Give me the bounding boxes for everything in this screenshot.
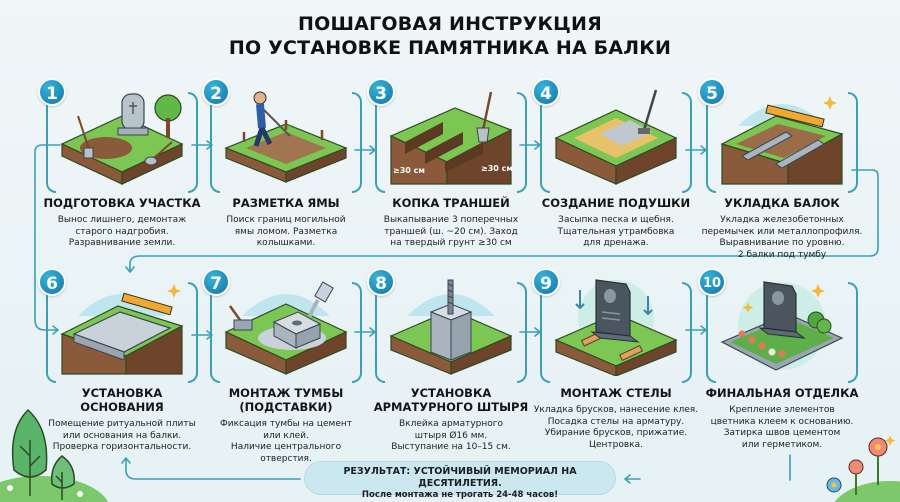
bracket-left: [540, 92, 550, 193]
step-number-badge: 6: [38, 268, 66, 296]
bracket-left: [540, 282, 550, 383]
step-9: 9 МОНТАЖ СТЕЛЫ Укладка брусков, нанесени…: [532, 268, 700, 451]
step-title: УКЛАДКА БАЛОК: [724, 196, 840, 210]
bracket-right: [517, 282, 527, 383]
bracket-left: [46, 92, 56, 193]
bracket-right: [517, 92, 527, 193]
step-description: Крепление элементов цветника клеем к осн…: [710, 405, 854, 450]
stele-mounting-icon: [554, 279, 678, 376]
step-number-badge: 1: [38, 78, 66, 106]
step-1: 1 ПОДГОТОВКА УЧАСТКА Вынос лишнего, демо…: [38, 78, 206, 250]
trees-decoration-icon: [0, 408, 109, 502]
step-4: 4 СОЗДАНИЕ ПОДУШКИ Засыпка песка и щебня…: [532, 78, 700, 250]
sand-gravel-cushion-icon: [554, 89, 678, 185]
final-finishing-icon: [720, 281, 844, 371]
step-number-badge: 2: [202, 78, 230, 106]
beam-laying-icon: [720, 96, 844, 185]
step-title: МОНТАЖ СТЕЛЫ: [560, 386, 672, 400]
bracket-right: [352, 282, 362, 383]
step-6: 6 УСТАНОВКА ОСНОВАНИЯ Помещение ритуальн…: [38, 268, 206, 454]
step-title: РАЗМЕТКА ЯМЫ: [232, 196, 340, 210]
step-description: Укладка железобетонных перемычек или мет…: [701, 215, 863, 260]
step-title: СОЗДАНИЕ ПОДУШКИ: [541, 196, 691, 210]
step-3: 3 ≥30 см ≥30 см КОПКА ТРАНШЕЙ Выкапывани…: [367, 78, 535, 250]
base-installation-icon: [60, 284, 184, 375]
step-5: 5 УКЛАДКА БАЛОК Укладка железобетонных п…: [698, 78, 866, 261]
depth-label-left: ≥30 см: [393, 166, 425, 175]
step-description: Вынос лишнего, демонтаж старого надгроби…: [57, 215, 187, 248]
step-description: Вклейка арматурного штыря Ø16 мм. Выступ…: [391, 419, 511, 452]
step-number-badge: 8: [367, 268, 395, 296]
bracket-left: [375, 92, 385, 193]
depth-label-right: ≥30 см: [481, 164, 513, 173]
bracket-right: [682, 92, 692, 193]
bracket-right: [188, 282, 198, 383]
bracket-left: [375, 282, 385, 383]
step-description: Засыпка песка и щебня. Тщательная утрамб…: [557, 215, 675, 248]
step-number-badge: 10: [698, 268, 726, 296]
pit-marking-icon: [224, 91, 348, 183]
bracket-right: [352, 92, 362, 193]
bracket-left: [210, 92, 220, 193]
page-title: ПОШАГОВАЯ ИНСТРУКЦИЯ ПО УСТАНОВКЕ ПАМЯТН…: [0, 12, 900, 60]
step-description: Помещение ритуальной плиты или основания…: [48, 419, 196, 452]
result-headline: РЕЗУЛЬТАТ: УСТОЙЧИВЫЙ МЕМОРИАЛ НА ДЕСЯТИ…: [343, 466, 577, 489]
step-title: УСТАНОВКА АРМАТУРНОГО ШТЫРЯ: [373, 386, 529, 414]
bracket-left: [210, 282, 220, 383]
step-number-badge: 7: [202, 268, 230, 296]
bracket-right: [682, 282, 692, 383]
bracket-right: [188, 92, 198, 193]
trench-digging-icon: [389, 91, 513, 185]
step-number-badge: 5: [698, 78, 726, 106]
pedestal-mounting-icon: [224, 281, 348, 375]
result-note: После монтажа не трогать 24-48 часов!: [361, 490, 559, 500]
bracket-left: [46, 282, 56, 383]
step-description: Поиск границ могильной ямы ломом. Размет…: [226, 215, 346, 248]
bracket-right: [848, 282, 858, 383]
step-description: Укладка брусков, нанесение клея. Посадка…: [533, 405, 699, 450]
step-title: МОНТАЖ ТУМБЫ (ПОДСТАВКИ): [228, 386, 344, 414]
title-line-1: ПОШАГОВАЯ ИНСТРУКЦИЯ: [298, 13, 602, 35]
step-description: Выкапывание 3 поперечных траншей (ш. ~20…: [383, 215, 519, 248]
step-number-badge: 3: [367, 78, 395, 106]
step-description: Фиксация тумбы на цемент или клей. Налич…: [220, 419, 352, 464]
rebar-pin-icon: [389, 279, 513, 375]
step-title: ПОДГОТОВКА УЧАСТКА: [43, 196, 201, 210]
bracket-left: [706, 92, 716, 193]
step-title: ФИНАЛЬНАЯ ОТДЕЛКА: [705, 386, 859, 400]
step-number-badge: 9: [532, 268, 560, 296]
flowers-decoration-icon: [826, 435, 900, 502]
step-2: 2 РАЗМЕТКА ЯМЫ Поиск границ могильной ям…: [202, 78, 370, 250]
step-10: 10 ФИНАЛЬНАЯ ОТДЕЛКА Крепление элементов…: [698, 268, 866, 451]
step-number-badge: 4: [532, 78, 560, 106]
step-title: КОПКА ТРАНШЕЙ: [392, 196, 510, 210]
step-title: УСТАНОВКА ОСНОВАНИЯ: [80, 386, 164, 414]
step-7: 7 МОНТАЖ ТУМБЫ (ПОДСТАВКИ) Фиксация тумб…: [202, 268, 370, 465]
result-banner: РЕЗУЛЬТАТ: УСТОЙЧИВЫЙ МЕМОРИАЛ НА ДЕСЯТИ…: [305, 462, 615, 500]
site-preparation-icon: [60, 93, 184, 185]
step-8: 8 УСТАНОВКА АРМАТУРНОГО ШТЫРЯ Вклейка ар…: [367, 268, 535, 454]
bracket-right: [848, 92, 858, 193]
title-line-2: ПО УСТАНОВКЕ ПАМЯТНИКА НА БАЛКИ: [228, 37, 672, 59]
